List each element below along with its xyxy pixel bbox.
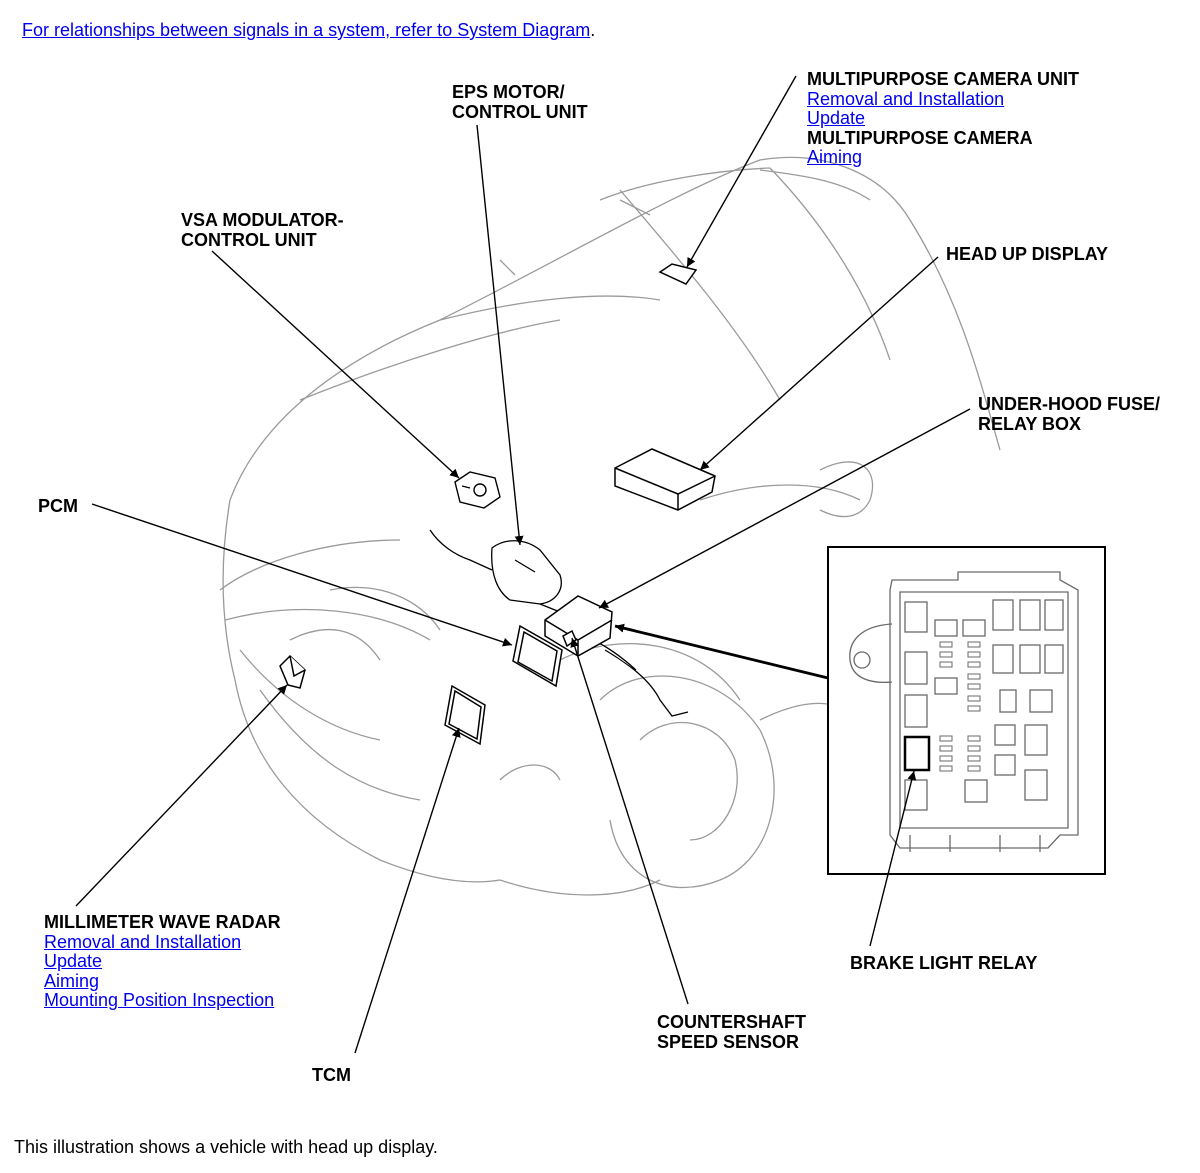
camera-label: MULTIPURPOSE CAMERA <box>807 127 1033 148</box>
pcm-shape <box>512 624 563 688</box>
vehicle-outline <box>219 156 1001 896</box>
camera-unit-shape <box>658 263 698 285</box>
brake-light-relay-label: BRAKE LIGHT RELAY <box>850 953 1038 973</box>
intro-text: For relationships between signals in a s… <box>22 20 595 41</box>
tcm-label: TCM <box>312 1065 351 1085</box>
hud-unit-shape <box>614 448 716 511</box>
vsa-modulator-label: VSA MODULATOR- CONTROL UNIT <box>181 210 344 250</box>
head-up-display-label: HEAD UP DISPLAY <box>946 244 1109 264</box>
radar-inspection-link[interactable]: Mounting Position Inspection <box>44 990 275 1011</box>
radar-block: MILLIMETER WAVE RADAR Removal and Instal… <box>44 912 281 1011</box>
camera-block: MULTIPURPOSE CAMERA UNIT Removal and Ins… <box>807 69 1079 168</box>
leader-lines <box>75 75 971 1054</box>
camera-aiming-link[interactable]: Aiming <box>807 147 863 168</box>
eps-motor-label: EPS MOTOR/ CONTROL UNIT <box>452 82 588 122</box>
radar-update-link[interactable]: Update <box>44 951 103 972</box>
camera-unit-update-link[interactable]: Update <box>807 108 866 129</box>
vsa-modulator-shape <box>454 471 501 509</box>
footer-note: This illustration shows a vehicle with h… <box>14 1137 438 1157</box>
tcm-shape <box>444 684 486 746</box>
fuse-relay-box-label: UNDER-HOOD FUSE/ RELAY BOX <box>978 394 1161 434</box>
radar-aiming-link[interactable]: Aiming <box>44 970 100 991</box>
brake-light-relay-highlight <box>903 735 931 772</box>
eps-motor-shape <box>429 529 689 717</box>
camera-unit-label: MULTIPURPOSE CAMERA UNIT <box>807 69 1079 89</box>
pcm-label: PCM <box>38 496 78 516</box>
system-diagram-link[interactable]: For relationships between signals in a s… <box>22 20 591 40</box>
fuse-panel-inset <box>827 546 1106 875</box>
camera-unit-removal-link[interactable]: Removal and Installation <box>807 88 1005 109</box>
intro-period: . <box>590 20 596 40</box>
countershaft-sensor-label: COUNTERSHAFT SPEED SENSOR <box>657 1012 806 1052</box>
radar-removal-link[interactable]: Removal and Installation <box>44 931 242 952</box>
radar-label: MILLIMETER WAVE RADAR <box>44 912 281 932</box>
radar-shape <box>279 654 306 689</box>
